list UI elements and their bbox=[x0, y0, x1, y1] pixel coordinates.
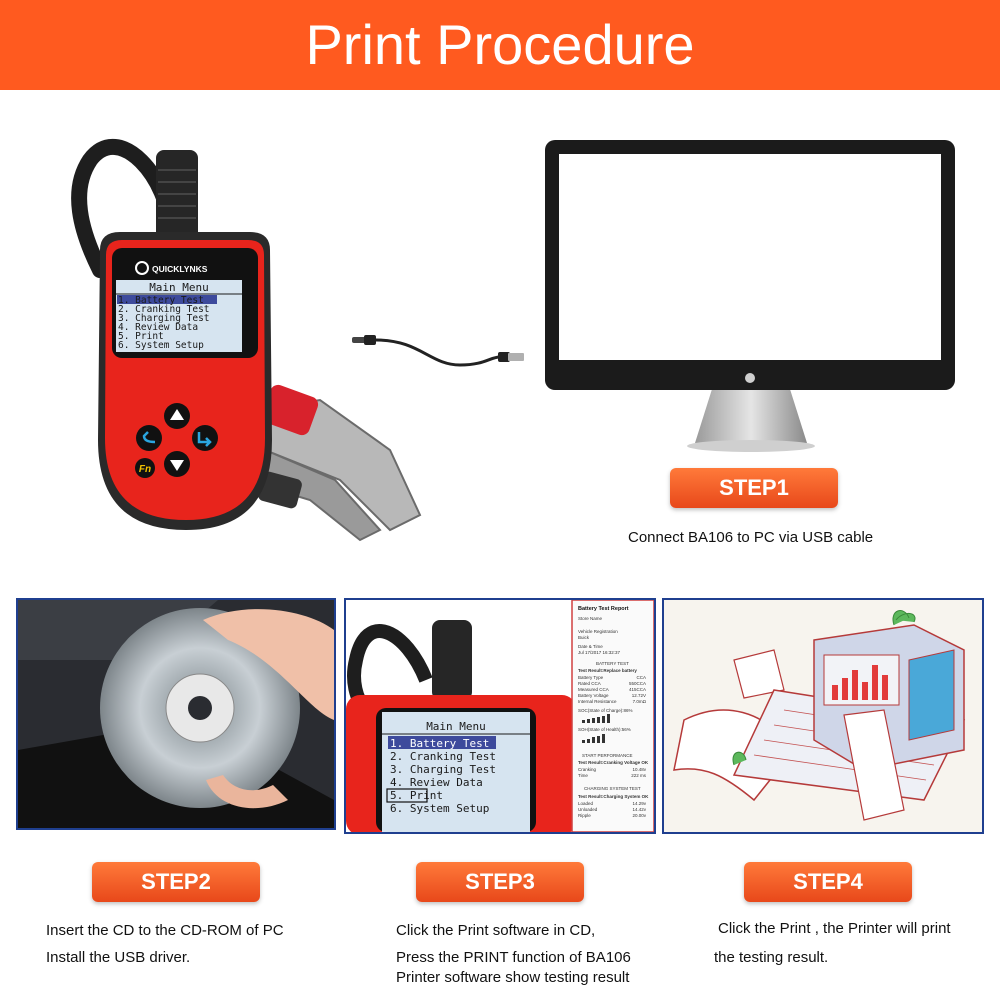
step4-caption-line2: the testing result. bbox=[714, 949, 829, 966]
step4-caption-line1: Click the Print , the Printer will print bbox=[718, 920, 951, 937]
svg-text:Buick: Buick bbox=[578, 635, 590, 640]
step3-menu-item: 6. System Setup bbox=[390, 802, 489, 815]
lcd-menu-item: 6. System Setup bbox=[118, 340, 204, 351]
page-title: Print Procedure bbox=[305, 13, 695, 76]
svg-text:SOC(State of Charge):86%: SOC(State of Charge):86% bbox=[578, 708, 633, 713]
lcd-menu-item: 2. Cranking Test bbox=[118, 304, 210, 315]
svg-text:Store Name: Store Name bbox=[578, 616, 603, 621]
step2-caption-line2: Install the USB driver. bbox=[46, 949, 191, 966]
printer-illustration bbox=[662, 598, 984, 834]
step3-caption-line3: Printer software show testing result bbox=[396, 969, 630, 986]
step4-label: STEP4 bbox=[744, 862, 912, 902]
svg-text:SOH(State of Health):56%: SOH(State of Health):56% bbox=[578, 727, 631, 732]
step3-label: STEP3 bbox=[416, 862, 584, 902]
svg-text:Jul 17/2017 16:32:37: Jul 17/2017 16:32:37 bbox=[578, 650, 621, 655]
svg-text:222 ms: 222 ms bbox=[631, 773, 647, 778]
svg-text:Date & Time: Date & Time bbox=[578, 644, 603, 649]
step3-caption-line1: Click the Print software in CD, bbox=[396, 922, 596, 939]
cd-insert-photo bbox=[16, 598, 336, 830]
step3-caption-line2: Press the PRINT function of BA106 bbox=[396, 949, 631, 966]
svg-text:14.42v: 14.42v bbox=[632, 807, 646, 812]
svg-text:14.29v: 14.29v bbox=[632, 801, 646, 806]
step1-label: STEP1 bbox=[670, 468, 838, 508]
step3-menu-item: 2. Cranking Test bbox=[390, 750, 496, 763]
battery-tester-device: QUICKLYNKS Main Menu 1. Battery Test 2. … bbox=[71, 139, 422, 542]
computer-monitor bbox=[545, 140, 955, 452]
report-title: Battery Test Report bbox=[578, 606, 629, 612]
svg-text:7.0mΩ: 7.0mΩ bbox=[633, 699, 647, 704]
step1-caption: Connect BA106 to PC via USB cable bbox=[628, 529, 874, 546]
step3-menu-item: 3. Charging Test bbox=[390, 763, 496, 776]
device-brand: QUICKLYNKS bbox=[152, 264, 208, 274]
device-lcd bbox=[116, 280, 242, 352]
svg-text:START PERFORMANCE: START PERFORMANCE bbox=[582, 753, 633, 758]
svg-text:BATTERY TEST: BATTERY TEST bbox=[596, 661, 629, 666]
svg-text:CHARGING SYSTEM TEST: CHARGING SYSTEM TEST bbox=[584, 786, 641, 791]
svg-text:Unloaded: Unloaded bbox=[578, 807, 598, 812]
svg-text:Loaded: Loaded bbox=[578, 801, 594, 806]
usb-cable-icon bbox=[352, 335, 524, 367]
step3-menu-title: Main Menu bbox=[426, 720, 486, 733]
svg-text:Test Result:Replace battery: Test Result:Replace battery bbox=[578, 668, 637, 673]
step3-menu-item: 4. Review Data bbox=[390, 776, 483, 789]
lcd-menu-title: Main Menu bbox=[149, 281, 209, 294]
lcd-menu-item: 5. Print bbox=[118, 331, 164, 342]
test-report bbox=[571, 600, 654, 832]
step3-menu-item: 5. Print bbox=[390, 789, 443, 802]
fn-button-label: Fn bbox=[139, 464, 151, 475]
svg-text:Battery Voltage: Battery Voltage bbox=[578, 693, 609, 698]
svg-text:550CCA: 550CCA bbox=[629, 681, 646, 686]
print-report-photo: Main Menu 1. Battery Test 2. Cranking Te… bbox=[344, 598, 656, 834]
svg-text:Cranking: Cranking bbox=[578, 767, 597, 772]
step2-label: STEP2 bbox=[92, 862, 260, 902]
title-banner bbox=[0, 0, 1000, 90]
svg-text:Ripple: Ripple bbox=[578, 813, 591, 818]
lcd-menu-item: 4. Review Data bbox=[118, 322, 198, 333]
step3-menu-list: 1. Battery Test 2. Cranking Test 3. Char… bbox=[390, 737, 496, 815]
svg-text:Internal Resistance: Internal Resistance bbox=[578, 699, 617, 704]
svg-text:Battery Type: Battery Type bbox=[578, 675, 604, 680]
svg-text:Test Result:Cranking Voltage O: Test Result:Cranking Voltage OK bbox=[578, 760, 649, 765]
svg-text:Time: Time bbox=[578, 773, 588, 778]
lcd-menu-list: 1. Battery Test 2. Cranking Test 3. Char… bbox=[118, 295, 210, 351]
lcd-menu-item: 3. Charging Test bbox=[118, 313, 210, 324]
print-highlight-box bbox=[386, 788, 428, 803]
svg-text:Rated CCA: Rated CCA bbox=[578, 681, 601, 686]
svg-text:12.72V: 12.72V bbox=[632, 693, 646, 698]
step3-menu-item: 1. Battery Test bbox=[390, 737, 489, 750]
svg-text:415CCA: 415CCA bbox=[629, 687, 646, 692]
svg-text:10.48v: 10.48v bbox=[632, 767, 646, 772]
back-icon bbox=[142, 431, 156, 444]
svg-text:20.00v: 20.00v bbox=[632, 813, 646, 818]
apple-logo-icon bbox=[745, 373, 755, 383]
svg-text:Measured CCA: Measured CCA bbox=[578, 687, 609, 692]
step2-caption-line1: Insert the CD to the CD-ROM of PC bbox=[46, 922, 284, 939]
device-keypad: Fn bbox=[135, 403, 218, 478]
printed-paper bbox=[843, 709, 905, 821]
lcd-menu-item: 1. Battery Test bbox=[118, 295, 204, 306]
hand bbox=[203, 609, 334, 720]
up-arrow-icon bbox=[170, 409, 184, 420]
svg-text:Vehicle Registration: Vehicle Registration bbox=[578, 629, 618, 634]
down-arrow-icon bbox=[170, 460, 184, 471]
enter-icon bbox=[197, 432, 212, 447]
battery-clamp bbox=[258, 384, 422, 542]
svg-text:CCA: CCA bbox=[636, 675, 646, 680]
svg-text:Test Result:Charging System OK: Test Result:Charging System OK bbox=[578, 794, 649, 799]
